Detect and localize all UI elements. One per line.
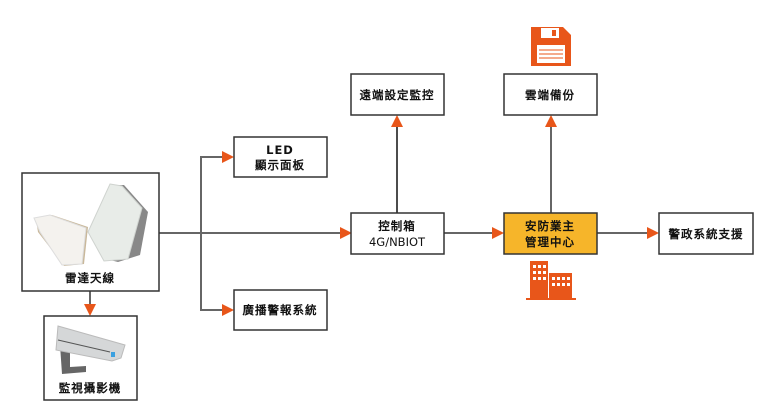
- remote-label: 遠端設定監控: [360, 88, 435, 102]
- led-label-line1: LED: [266, 143, 294, 157]
- arrow-to-camera: [84, 304, 96, 316]
- arrow-to-led: [222, 151, 234, 163]
- floppy-disk-icon: [531, 27, 571, 66]
- remote-monitor-node[interactable]: 遠端設定監控: [350, 73, 445, 116]
- arrow-to-broadcast: [222, 304, 234, 316]
- led-panel-node[interactable]: LED 顯示面板: [233, 136, 328, 178]
- led-label-line2: 顯示面板: [255, 158, 305, 172]
- arrow-to-center: [492, 227, 504, 239]
- radar-antenna-image: [33, 183, 148, 266]
- control-label-line2: 4G/NBIOT: [369, 235, 426, 249]
- security-center-node[interactable]: 安防業主 管理中心: [503, 212, 598, 255]
- cctv-camera-image: [55, 325, 126, 374]
- control-box-node[interactable]: 控制箱 4G/NBIOT: [350, 212, 445, 255]
- arrow-to-police: [647, 227, 659, 239]
- center-label-line2: 管理中心: [525, 235, 575, 249]
- police-support-node[interactable]: 警政系統支援: [658, 212, 754, 255]
- cloud-backup-node[interactable]: 雲端備份: [503, 73, 598, 116]
- broadcast-alarm-node[interactable]: 廣播警報系統: [233, 289, 328, 331]
- radar-branch-line: [200, 156, 222, 311]
- radar-label: 雷達天線: [65, 271, 115, 285]
- building-icon: [526, 261, 576, 300]
- control-label-line1: 控制箱: [378, 219, 416, 233]
- broadcast-label: 廣播警報系統: [243, 303, 318, 317]
- center-label-line1: 安防業主: [525, 219, 575, 233]
- arrow-to-control: [340, 227, 352, 239]
- cloud-label: 雲端備份: [525, 88, 575, 102]
- camera-label: 監視攝影機: [59, 381, 122, 395]
- camera-node[interactable]: 監視攝影機: [43, 315, 138, 401]
- radar-node[interactable]: 雷達天線: [21, 172, 160, 292]
- arrow-to-remote: [391, 115, 403, 127]
- connectors: [84, 115, 659, 316]
- police-label: 警政系統支援: [668, 227, 744, 241]
- arrow-to-cloud: [545, 115, 557, 127]
